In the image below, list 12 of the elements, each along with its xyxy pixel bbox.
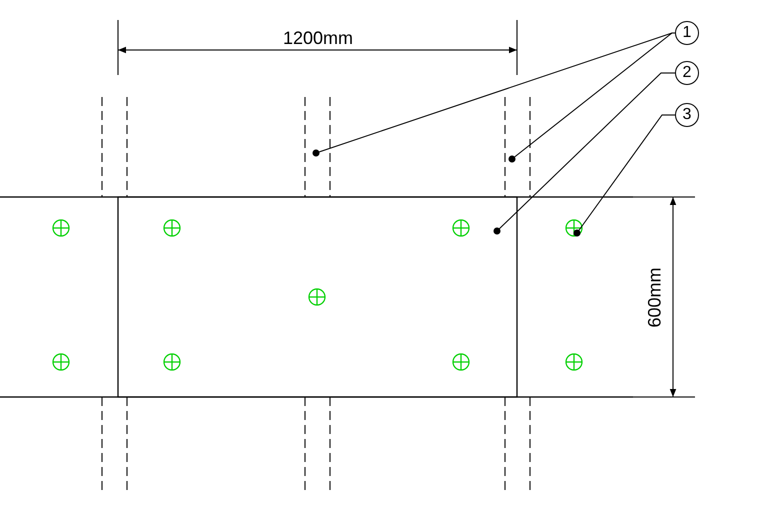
joist-outline — [504, 96, 530, 492]
floor-board — [117, 196, 518, 398]
dimension-label: 1200mm — [283, 28, 354, 48]
dimension-label: 600mm — [644, 266, 666, 328]
joist-outline — [304, 96, 330, 492]
callout-number: 2 — [675, 61, 699, 85]
screw-icon — [565, 219, 583, 237]
leader-line — [574, 114, 676, 236]
callout-number: 1 — [675, 21, 699, 45]
leader-line — [508, 32, 676, 162]
callout-number: 3 — [675, 103, 699, 127]
leader-line — [494, 72, 676, 234]
